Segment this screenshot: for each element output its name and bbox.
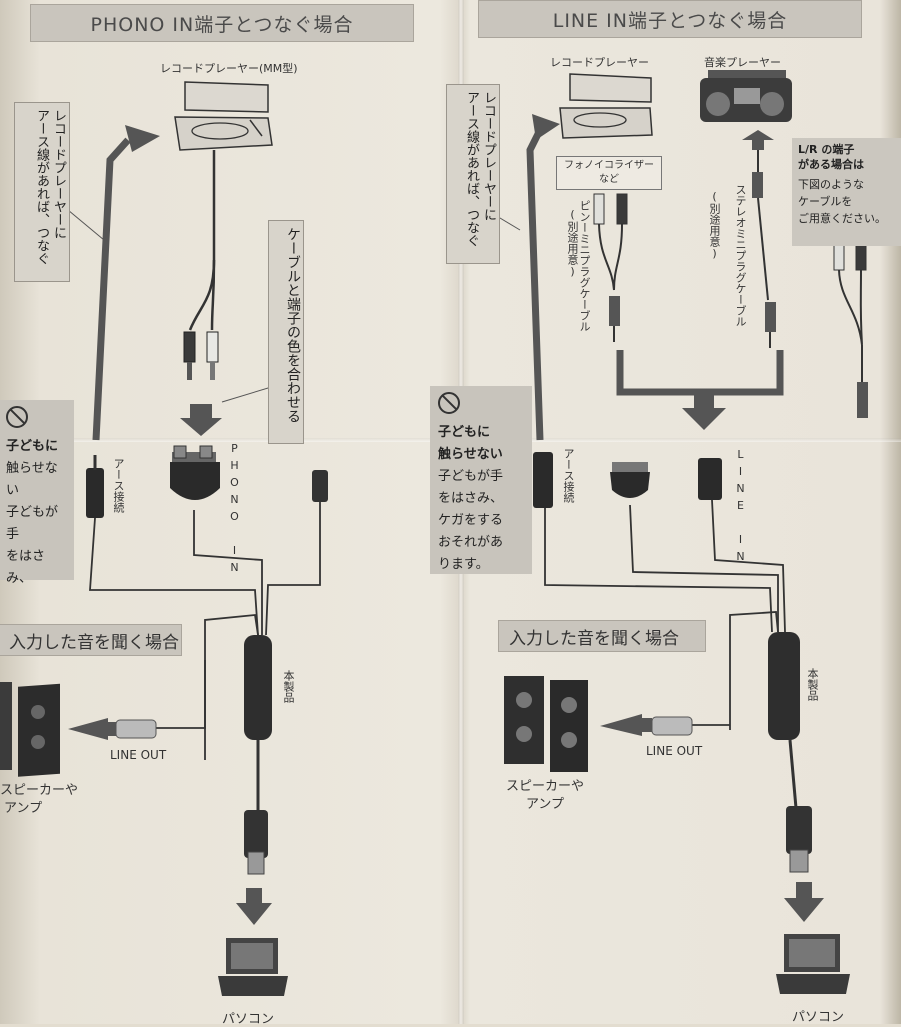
product-body-icon: [768, 632, 800, 740]
usb-plug-icon: [244, 810, 268, 858]
down-arrow-icon: [236, 888, 272, 925]
ground-callout: レコードプレーヤーに アース線があれば、つなぐ: [14, 102, 70, 282]
no-touch-icon: [438, 392, 460, 414]
phono-in-label: PHONO IN: [228, 442, 241, 578]
arrow-icon: [125, 125, 160, 152]
pin-cable-label: ピンーミニプラグケーブル: [578, 200, 591, 332]
laptop-icon: [776, 934, 850, 994]
usb-plug-icon: [786, 806, 812, 854]
line-plug-icon: [312, 470, 328, 502]
speaker-label: スピーカーや アンプ: [0, 783, 79, 816]
rca-cable-icon: [593, 193, 628, 342]
lr-cable-icon: [833, 237, 868, 418]
speaker-icon: [504, 676, 588, 772]
down-arrow-icon: [784, 882, 824, 922]
rca-plug-icon: [183, 331, 219, 380]
product-label: 本製品: [282, 670, 295, 703]
line-out-plug-icon: [115, 719, 157, 739]
boombox-icon: [700, 70, 792, 122]
lr-callout: L/R の端子 がある場合は 下図のような ケーブルを ご用意ください。: [792, 138, 901, 246]
pin-cable-note: (別途用意): [566, 208, 579, 278]
music-player-label: 音楽プレーヤー: [704, 56, 781, 69]
product-body-icon: [244, 635, 272, 740]
listen-banner: 入力した音を聞く場合: [498, 620, 706, 652]
safety-warning: 子どもに 触らせない 子どもが手 をはさみ、: [0, 400, 74, 586]
ground-callout: レコードプレーヤーに アース線があれば、つなぐ: [446, 84, 500, 264]
turntable-icon: [559, 73, 653, 139]
stereo-cable-label: ステレオミニプラグケーブル: [734, 184, 747, 327]
line-in-plug-icon: [698, 458, 722, 500]
equalizer-label: フォノイコライザー など: [556, 156, 662, 190]
listen-banner: 入力した音を聞く場合: [0, 624, 182, 656]
up-arrow-icon: [742, 130, 774, 150]
ground-plug-icon: [86, 468, 104, 518]
section-banner-line-in: LINE IN端子とつなぐ場合: [478, 0, 862, 38]
speaker-icon: [0, 682, 60, 777]
line-out-label: LINE OUT: [646, 744, 703, 758]
line-in-label: LINE IN: [734, 448, 747, 567]
line-out-plug-icon: [651, 716, 693, 736]
safety-warning: 子どもに 触らせない 子どもが手 をはさみ、 ケガをする おそれがあ ります。: [430, 386, 532, 574]
pc-label: パソコン: [222, 1012, 275, 1027]
phono-connector-icon: [610, 462, 650, 498]
player-label: レコードプレーヤー(MM型): [160, 62, 298, 75]
turntable-icon: [174, 81, 273, 151]
stereo-cable-note: (別途用意): [708, 190, 721, 260]
laptop-icon: [218, 938, 288, 996]
player-label: レコードプレーヤー: [550, 56, 649, 69]
ground-connection-label: アース接続: [112, 458, 125, 513]
arrow-icon: [532, 114, 560, 140]
down-arrow-icon: [682, 392, 726, 430]
phono-connector-icon: [170, 445, 220, 500]
product-label: 本製品: [806, 668, 819, 701]
down-arrow-icon: [180, 404, 222, 436]
pc-label: パソコン: [792, 1010, 845, 1025]
no-touch-icon: [6, 406, 28, 428]
cable-color-callout: ケーブルと端子の色を合わせる: [268, 220, 304, 444]
ground-connection-label: アース接続: [562, 448, 575, 503]
stereo-cable-icon: [752, 172, 776, 348]
speaker-label: スピーカーや アンプ: [506, 779, 585, 812]
section-banner-phono: PHONO IN端子とつなぐ場合: [30, 4, 414, 42]
line-out-label: LINE OUT: [110, 748, 167, 762]
ground-plug-icon: [533, 452, 553, 508]
